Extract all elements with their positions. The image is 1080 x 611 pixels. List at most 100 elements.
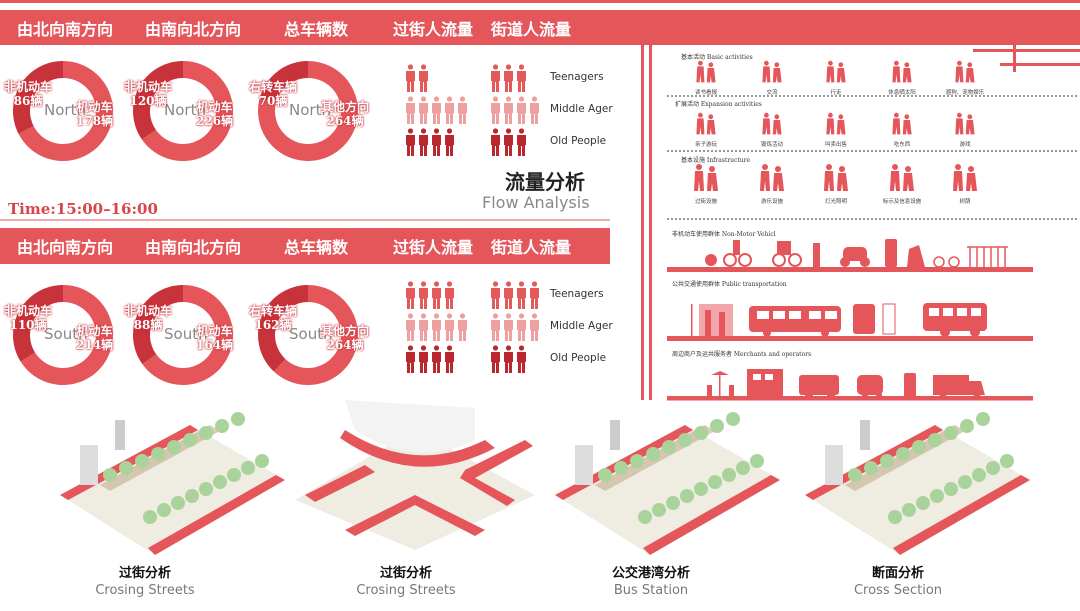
time-label: Time:15:00–16:00: [8, 200, 158, 218]
activity-figure-icon: [953, 164, 977, 191]
header-label: 由南向北方向: [145, 237, 242, 257]
donut-chart: [12, 285, 113, 385]
person-icon: [445, 313, 454, 341]
south-header: 由北向南方向 由南向北方向 总车辆数 过街人流量 街道人流量: [0, 228, 610, 263]
person-icon: [517, 345, 526, 373]
activity-label: 游乐设施: [760, 199, 783, 205]
activity-label: 树荫: [959, 199, 971, 205]
activity-figure-icon: [762, 112, 782, 135]
activity-label: 灯光照明: [824, 199, 847, 205]
street-illustration-3: [555, 412, 780, 555]
activity-infra-4: 树荫: [935, 163, 995, 205]
person-icon: [432, 96, 441, 124]
donut-label-b-value: 178辆: [76, 114, 114, 128]
activity-expansion-4: 游戏: [935, 112, 995, 148]
activity-expansion-1: 锻炼活动: [742, 112, 802, 148]
vertical-divider: [649, 45, 652, 400]
street-row-teenagers: [490, 64, 527, 92]
activity-infra-3: 标示及信息设施: [872, 163, 932, 205]
person-icon: [445, 345, 454, 373]
person-icon: [419, 96, 428, 124]
public-transport-title: 公共交通使用群体 Public transportation: [672, 281, 787, 288]
activity-label: 过街设施: [694, 199, 717, 205]
person-icon: [491, 281, 500, 309]
donut-slice-b: [20, 285, 113, 385]
activity-label: 交流: [766, 90, 778, 96]
ground-line: [667, 267, 1033, 272]
donut-chart: [258, 285, 358, 385]
donut-center-label: North: [164, 101, 206, 119]
person-icon: [419, 313, 428, 341]
person-icon: [445, 281, 454, 309]
activity-figure-icon: [762, 60, 782, 83]
age-group-label: Old People: [550, 135, 607, 147]
activity-figure-icon: [696, 60, 716, 83]
caption-bus-station: 公交港湾分析 Bus Station: [551, 562, 751, 598]
donut-label-a-name: 非机动车: [124, 304, 173, 318]
donut-label-a-name: 非机动车: [4, 80, 53, 94]
activity-basic-1: 交流: [742, 60, 802, 96]
activity-expansion-3: 吃东西: [872, 112, 932, 148]
person-icon: [406, 128, 415, 156]
donut-slice-a: [12, 61, 63, 134]
donut-center-label: North: [44, 101, 86, 119]
basic-activities-title: 基本活动 Basic activities: [681, 54, 753, 61]
person-icon: [432, 128, 441, 156]
ground-line: [667, 336, 1033, 341]
activity-figure-icon: [760, 164, 784, 191]
activity-figure-icon: [892, 112, 912, 135]
dotted-separator: [667, 95, 1077, 97]
donut-label-b-value: 264辆: [326, 338, 364, 352]
donut-center-label: South: [289, 325, 333, 343]
caption-cn: 过街分析: [379, 566, 432, 581]
activity-label: 吃东西: [893, 142, 911, 148]
person-icon: [432, 313, 441, 341]
donut-label-a-value: 110辆: [9, 318, 47, 332]
nonmotor-icons: [705, 239, 1008, 268]
person-icon: [504, 313, 513, 341]
street-row-old-people: [490, 345, 527, 373]
donut-label-b-name: 机动车: [76, 324, 113, 338]
activity-basic-2: 行走: [806, 60, 866, 96]
expansion-activities-title: 扩展活动 Expansion activities: [675, 101, 762, 108]
activity-label: 休息晒太阳: [888, 90, 916, 96]
activity-figure-icon: [955, 112, 975, 135]
flow-title-cn: 流量分析: [505, 170, 585, 194]
person-icon: [517, 64, 526, 92]
activity-infra-0: 过街设施: [676, 163, 736, 205]
activity-figure-icon: [892, 60, 912, 83]
person-icon: [419, 345, 428, 373]
donut-label-a-value: 86辆: [13, 94, 43, 108]
donut-label-b-value: 164辆: [196, 338, 234, 352]
person-icon: [491, 345, 500, 373]
top-thin-line: [0, 0, 1080, 3]
activity-label: 叫卖出售: [824, 142, 847, 148]
top-header-bar: [0, 10, 1080, 45]
person-icon: [491, 64, 500, 92]
street-row-middle-ager: [490, 96, 540, 124]
crossing-row-old-people: [405, 345, 455, 373]
donut-label-b-name: 其他方向: [321, 324, 370, 338]
caption-en: Bus Station: [613, 583, 689, 598]
header-label: 由南向北方向: [145, 19, 242, 39]
street-row-old-people: [490, 128, 527, 156]
person-icon: [530, 281, 539, 309]
activity-label: 亲子游玩: [694, 142, 717, 148]
donut-label-b-name: 其他方向: [321, 100, 370, 114]
person-icon: [530, 96, 539, 124]
header-label: 总车辆数: [284, 19, 349, 39]
header-label: 由北向南方向: [17, 237, 114, 257]
person-icon: [406, 96, 415, 124]
caption-cn: 公交港湾分析: [611, 566, 690, 581]
dotted-separator: [667, 218, 1077, 220]
donut-slice-b: [273, 285, 358, 385]
decor-line: [1000, 63, 1080, 66]
street-row-teenagers: [490, 281, 540, 309]
street-illustration-4: [805, 412, 1030, 555]
flow-title-en: Flow Analysis: [482, 193, 590, 212]
